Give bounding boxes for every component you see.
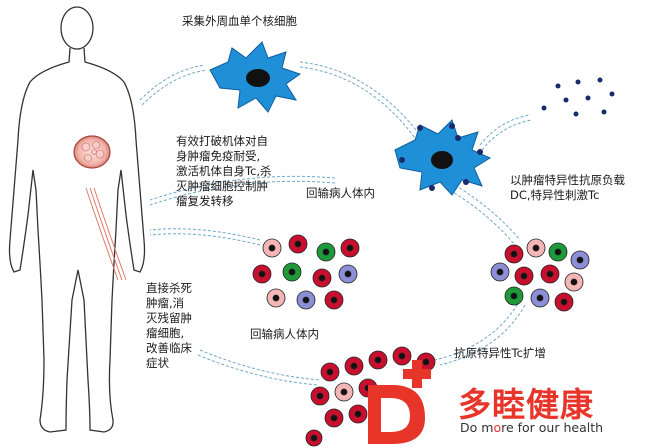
label-tc-expansion: 抗原特异性Tc扩增 (454, 346, 546, 360)
tumor-icon (73, 135, 111, 169)
brand-logo-icon (368, 360, 431, 444)
brand-name: 多睦健康 (458, 385, 594, 424)
flow-arcs (139, 61, 533, 386)
label-reinfuse-bottom: 回输病人体内 (250, 327, 319, 341)
label-therapy-effect: 有效打破机体对自 身肿瘤免疫耐受, 激活机体自身Tc,杀 灭肿瘤细胞控制肿 瘤复… (176, 134, 272, 208)
label-antigen-loaded-dc: 以肿瘤特异性抗原负载 DC,特异性刺激Tc (510, 173, 625, 202)
t-cell-cluster-bottom (305, 346, 436, 447)
t-cell-cluster-right (490, 238, 590, 312)
label-collect-pbmc: 采集外周血单个核细胞 (182, 14, 297, 28)
brand-slogan-pre: Do m (460, 420, 494, 435)
t-cell-cluster-middle (252, 234, 360, 310)
dendritic-cell-top (209, 41, 302, 113)
label-reinfuse-top: 回输病人体内 (306, 186, 375, 200)
brand-slogan: Do more for our health (460, 420, 603, 435)
brand-slogan-post: re for our health (501, 420, 604, 435)
label-direct-kill: 直接杀死 肿瘤,消 灭残留肿 瘤细胞, 改善临床 症状 (146, 281, 192, 370)
brand-slogan-accent: o (493, 420, 502, 435)
antigen-dots (541, 77, 615, 117)
human-body-outline (8, 6, 146, 433)
dendritic-cell-loaded (394, 119, 492, 196)
blood-vessel-lines (85, 187, 127, 281)
